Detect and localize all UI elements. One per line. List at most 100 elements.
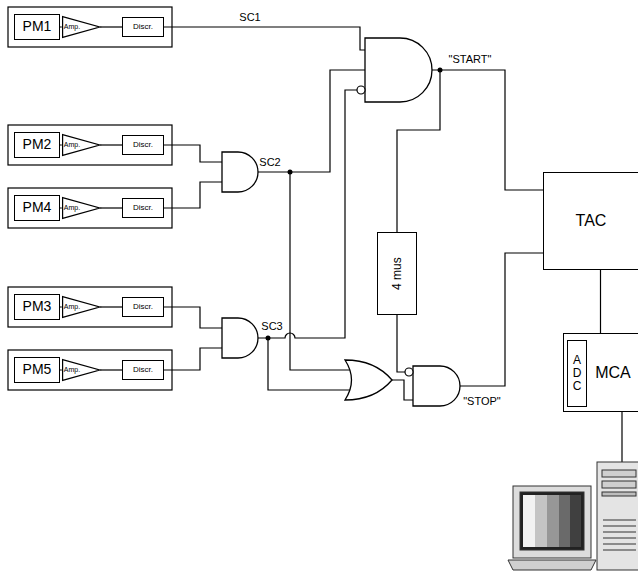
wire-connector (100, 207, 122, 208)
wire-connector (60, 207, 62, 208)
node-text: PM4 (23, 200, 52, 215)
signal-name: "START" (448, 53, 493, 65)
channel-frame (8, 125, 172, 165)
junction-dot (288, 170, 293, 175)
discriminator-box: Discr. (122, 297, 164, 317)
signal-wire (392, 380, 413, 400)
node-text: Amp. (64, 303, 80, 311)
signal-wire (258, 70, 365, 172)
computer-icon (508, 462, 638, 570)
node-text: Amp. (64, 141, 80, 149)
or-gate (345, 360, 392, 400)
node-text: Amp. (64, 23, 80, 31)
computer-icon (520, 492, 584, 550)
node-text: PM1 (23, 19, 52, 34)
node-text: MCA (595, 364, 631, 382)
mca-box: MCA ADC (563, 333, 638, 412)
wire-connector (600, 270, 601, 333)
computer-icon (508, 560, 596, 570)
signal-name: SC3 (260, 320, 283, 332)
triangle-outline (62, 17, 99, 38)
signal-wire (164, 307, 222, 328)
computer-icon (602, 492, 636, 496)
signal-name: "STOP" (462, 395, 502, 407)
triangle-outline (62, 360, 99, 381)
node-text: Discr. (133, 366, 153, 375)
computer-icon (535, 495, 547, 547)
signal-wire (164, 27, 365, 50)
channel-frame (8, 7, 172, 47)
and-gate (222, 38, 460, 406)
pm-box: PM3 (14, 294, 60, 320)
node-text: PM3 (23, 299, 52, 314)
signal-wire (164, 348, 222, 370)
wire-connector (100, 26, 122, 27)
channel-frame (8, 350, 172, 390)
node-text: ADC (571, 354, 583, 394)
junction-dot (266, 336, 271, 341)
node-text: Discr. (133, 204, 153, 213)
node-text: Discr. (133, 303, 153, 312)
amplifier-triangle: Amp. (62, 359, 100, 381)
signal-wire (290, 172, 351, 370)
junction-dot (438, 68, 443, 73)
wire-connector (60, 26, 62, 27)
wire-connector (60, 306, 62, 307)
node-text: Amp. (64, 204, 80, 212)
triangle-outline (62, 135, 99, 156)
computer-icon (602, 470, 636, 477)
signal-wire (258, 90, 357, 338)
computer-icon (597, 462, 638, 570)
node-text: Amp. (64, 366, 80, 374)
amplifier-triangle: Amp. (62, 134, 100, 156)
channel-frame (8, 188, 172, 228)
junction-dot (266, 68, 443, 341)
tac-box: TAC (543, 172, 638, 270)
discriminator-box: Discr. (122, 135, 164, 155)
computer-icon (602, 481, 636, 488)
wire-connector (60, 369, 62, 370)
node-text: Discr. (133, 23, 153, 32)
computer-icon (603, 520, 636, 550)
and-gate (222, 318, 258, 358)
and-gate (365, 38, 432, 102)
node-text: Discr. (133, 141, 153, 150)
computer-icon (547, 495, 559, 547)
discriminator-box: Discr. (122, 17, 164, 37)
wire-connector (100, 144, 122, 145)
amplifier-triangle: Amp. (62, 16, 100, 38)
node-text: 4 mus (390, 257, 403, 290)
signal-wire (460, 253, 543, 386)
and-gate (222, 152, 258, 192)
signal-name: SC1 (238, 11, 261, 23)
signal-wire (621, 412, 622, 462)
signal-wire (164, 182, 222, 208)
signal-wire (268, 338, 351, 390)
signal-name: SC2 (258, 156, 281, 168)
computer-icon (559, 495, 570, 547)
delay-box: 4 mus (377, 232, 417, 315)
triangle-outline (62, 297, 99, 318)
wire-connector (100, 369, 122, 370)
inverter-bubble (357, 86, 365, 94)
discriminator-box: Discr. (122, 198, 164, 218)
node-text: PM2 (23, 137, 52, 152)
inverter-bubble (357, 86, 413, 376)
pm-box: PM1 (14, 14, 60, 40)
triangle-outline (62, 198, 99, 219)
computer-icon (513, 486, 591, 558)
amplifier-triangle: Amp. (62, 197, 100, 219)
or-gate (345, 360, 392, 400)
signal-wire (164, 145, 222, 162)
pm-box: PM5 (14, 357, 60, 383)
and-gate (413, 366, 460, 406)
amplifier-triangle: Amp. (62, 296, 100, 318)
wire-connector (100, 306, 122, 307)
discriminator-box: Discr. (122, 360, 164, 380)
channel-frame (8, 7, 172, 390)
signal-wire (397, 315, 405, 372)
pm-box: PM4 (14, 195, 60, 221)
